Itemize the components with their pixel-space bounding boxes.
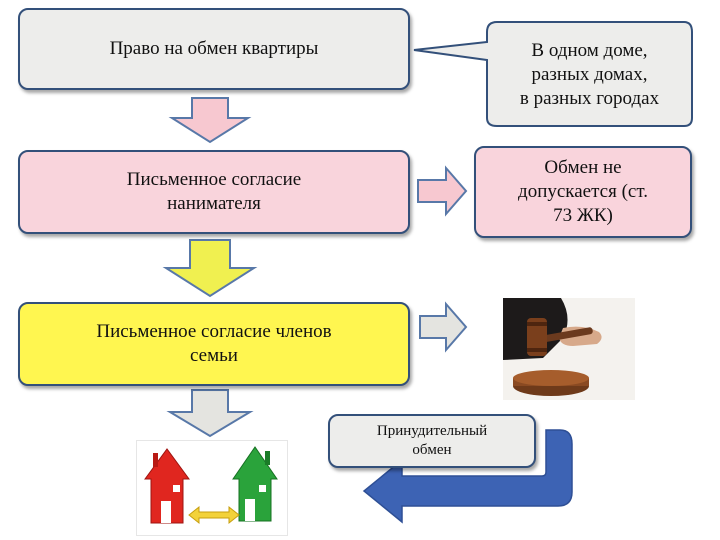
gavel-icon <box>503 298 602 396</box>
tenant-consent-line-1: Письменное согласие <box>126 169 302 191</box>
right-arrow-2 <box>419 301 468 353</box>
down-arrow-3 <box>166 389 254 438</box>
not-allowed-line-1: Обмен не <box>544 157 622 179</box>
not-allowed-line-3: 73 ЖК) <box>553 204 613 226</box>
right-arrow-1 <box>417 165 468 217</box>
family-consent-box: Письменное согласие членов семьи <box>18 302 410 386</box>
houses-exchange-icon <box>144 446 278 525</box>
houses-image <box>136 440 288 536</box>
forced-exchange-line-1: Принудительный <box>376 422 488 439</box>
family-consent-line-1: Письменное согласие членов <box>96 321 332 343</box>
callout-line-1: В одном доме, <box>531 39 648 61</box>
locations-callout: В одном доме, разных домах, в разных гор… <box>487 26 692 124</box>
right-of-exchange-text: Право на обмен квартиры <box>109 38 319 60</box>
right-of-exchange-box: Право на обмен квартиры <box>18 8 410 90</box>
tenant-consent-line-2: нанимателя <box>167 193 261 214</box>
forced-exchange-box: Принудительный обмен <box>328 414 536 468</box>
curved-return-arrow <box>362 429 573 524</box>
forced-exchange-line-2: обмен <box>412 442 452 458</box>
callout-line-3: в разных городах <box>519 88 660 110</box>
callout-line-2: разных домах, <box>531 63 648 85</box>
down-arrow-1 <box>168 97 252 144</box>
not-allowed-line-2: допускается (ст. <box>518 181 648 203</box>
tenant-consent-box: Письменное согласие нанимателя <box>18 150 410 234</box>
gavel-image <box>503 298 635 400</box>
exchange-not-allowed-box: Обмен не допускается (ст. 73 ЖК) <box>474 146 692 238</box>
down-arrow-2 <box>162 239 258 298</box>
family-consent-line-2: семьи <box>190 345 238 366</box>
